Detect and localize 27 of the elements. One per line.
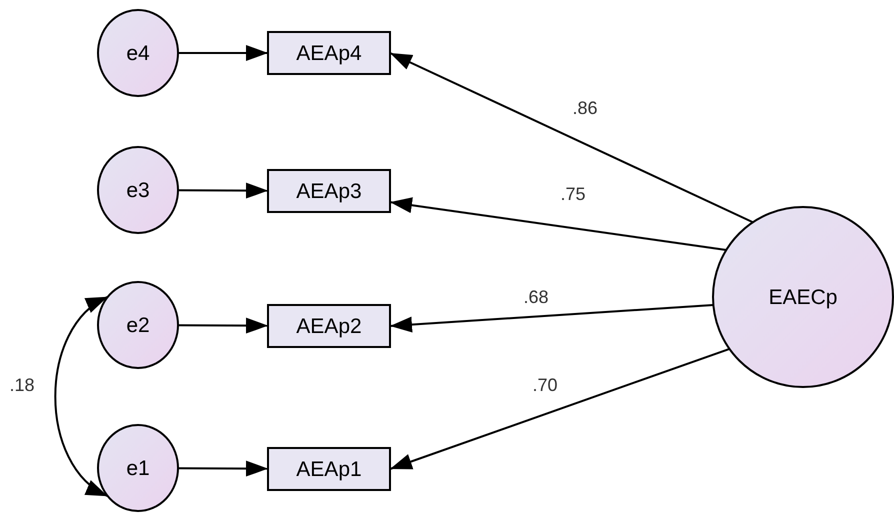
observed-variable-box [267, 304, 391, 348]
variable-name: AEAp2 [296, 316, 362, 336]
arrow [178, 45, 268, 61]
arrow [390, 348, 730, 470]
arrow [390, 197, 726, 251]
observed-variable-box [267, 447, 391, 491]
variable-name: AEAp4 [296, 42, 362, 64]
arrow [178, 318, 268, 334]
variable-name: e4 [126, 42, 150, 64]
variable-name: e2 [126, 314, 150, 336]
variable-name: e1 [126, 458, 150, 478]
observed-variable-box [267, 169, 391, 213]
observed-variable-box [267, 31, 391, 75]
error-term-circle [97, 146, 179, 234]
error-term-circle [97, 281, 179, 369]
latent-variable-circle [712, 206, 894, 388]
arrow [178, 460, 268, 477]
error-term-circle [97, 9, 179, 97]
variable-name: e3 [126, 180, 150, 200]
variable-name: EAECp [768, 286, 838, 308]
variable-name: AEAp1 [296, 458, 362, 480]
variable-name: AEAp3 [296, 180, 362, 202]
error-term-circle [97, 424, 179, 512]
arrow [178, 182, 268, 199]
arrow [390, 52, 754, 224]
covariance-arrow [54, 296, 108, 498]
arrow [390, 304, 714, 333]
